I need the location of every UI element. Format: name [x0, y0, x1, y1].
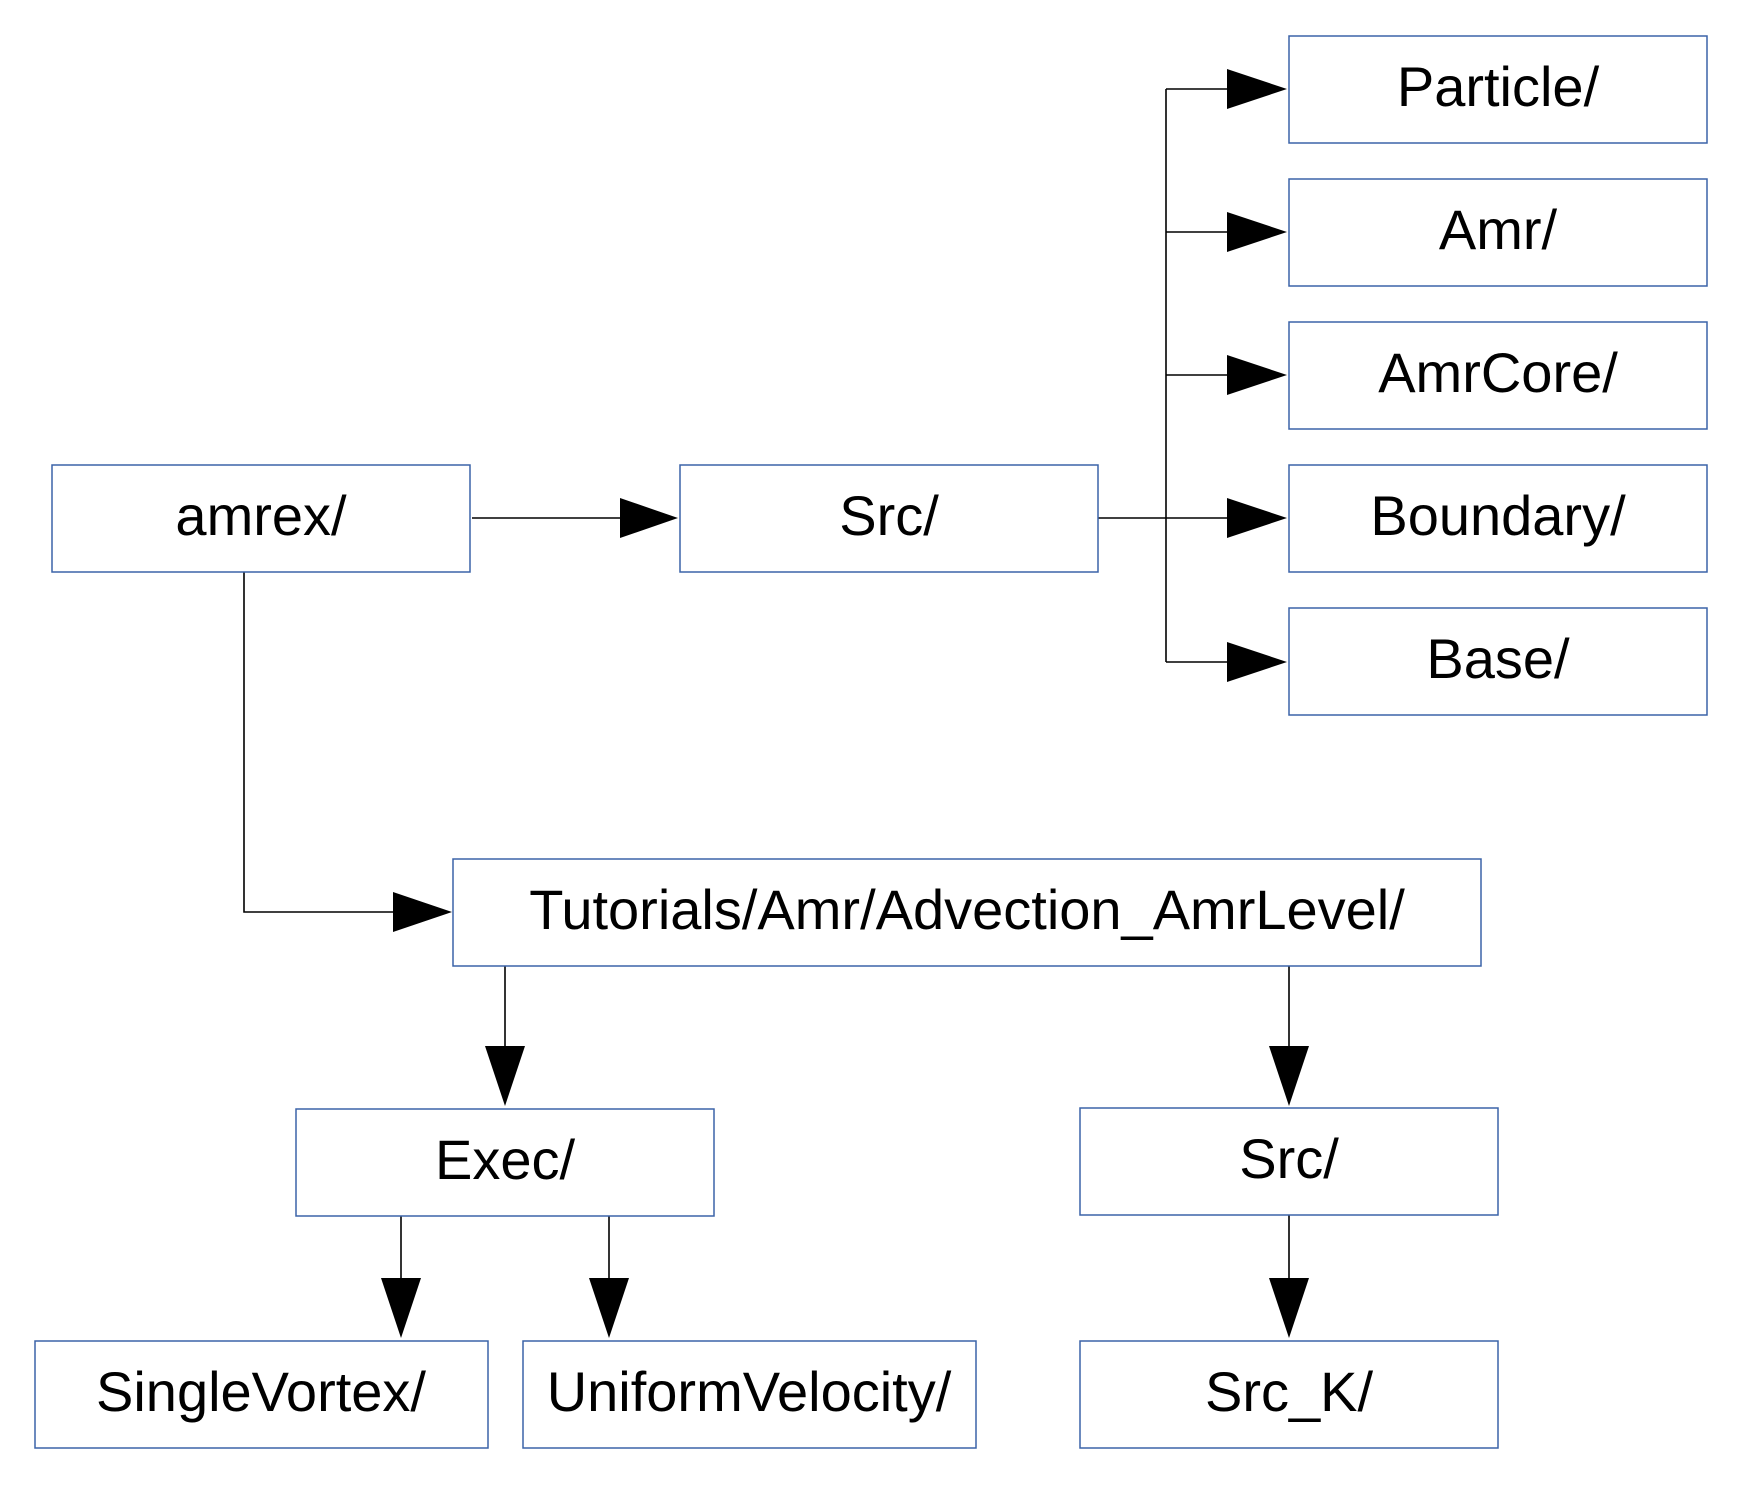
- node-src-tutorial: Src/: [1079, 1107, 1499, 1216]
- node-tutorial: Tutorials/Amr/Advection_AmrLevel/: [452, 858, 1482, 967]
- node-label: Src_K/: [1205, 1360, 1373, 1423]
- node-boundary: Boundary/: [1288, 464, 1708, 573]
- connectors: [243, 69, 1309, 1338]
- arrowhead-icon: [1227, 69, 1287, 109]
- arrowhead-icon: [1227, 212, 1287, 252]
- node-label: AmrCore/: [1378, 341, 1618, 404]
- node-label: Src/: [839, 484, 939, 547]
- node-uniformvelocity: UniformVelocity/: [522, 1340, 977, 1449]
- node-label: SingleVortex/: [96, 1360, 426, 1423]
- node-amrex: amrex/: [51, 464, 471, 573]
- arrowhead-icon: [1227, 498, 1287, 538]
- node-label: Base/: [1426, 627, 1570, 690]
- node-label: Particle/: [1397, 55, 1600, 118]
- arrowhead-icon: [620, 498, 678, 538]
- node-exec: Exec/: [295, 1108, 715, 1217]
- arrowhead-icon: [589, 1278, 629, 1338]
- arrowhead-icon: [1269, 1046, 1309, 1106]
- edge-amrex-tutorial: [243, 572, 393, 913]
- arrowhead-icon: [485, 1046, 525, 1106]
- node-src-k: Src_K/: [1079, 1340, 1499, 1449]
- node-label: Src/: [1239, 1127, 1339, 1190]
- node-label: Amr/: [1439, 198, 1558, 261]
- node-label: Tutorials/Amr/Advection_AmrLevel/: [529, 878, 1405, 941]
- arrowhead-icon: [393, 892, 452, 932]
- node-singlevortex: SingleVortex/: [34, 1340, 489, 1449]
- node-particle: Particle/: [1288, 35, 1708, 144]
- node-base: Base/: [1288, 607, 1708, 716]
- arrowhead-icon: [1227, 355, 1287, 395]
- node-label: UniformVelocity/: [547, 1360, 952, 1423]
- node-src-top: Src/: [679, 464, 1099, 573]
- node-amr: Amr/: [1288, 178, 1708, 287]
- node-label: Exec/: [435, 1128, 575, 1191]
- node-amrcore: AmrCore/: [1288, 321, 1708, 430]
- arrowhead-icon: [1227, 642, 1287, 682]
- arrowhead-icon: [1269, 1278, 1309, 1338]
- node-label: amrex/: [175, 484, 347, 547]
- node-label: Boundary/: [1370, 484, 1626, 547]
- arrowhead-icon: [381, 1278, 421, 1338]
